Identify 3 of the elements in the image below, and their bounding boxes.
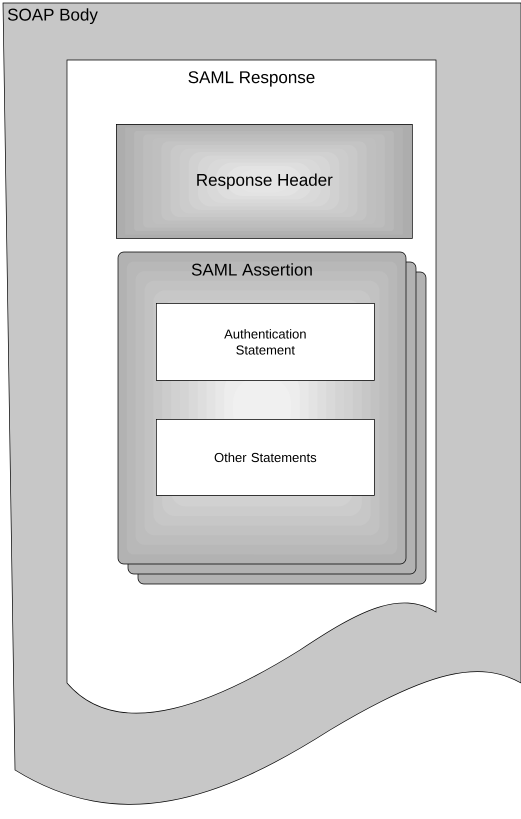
statement-box: Other Statements: [156, 419, 375, 496]
header-box: Response Header: [116, 124, 413, 239]
statement-box: Authentication Statement: [156, 303, 375, 381]
